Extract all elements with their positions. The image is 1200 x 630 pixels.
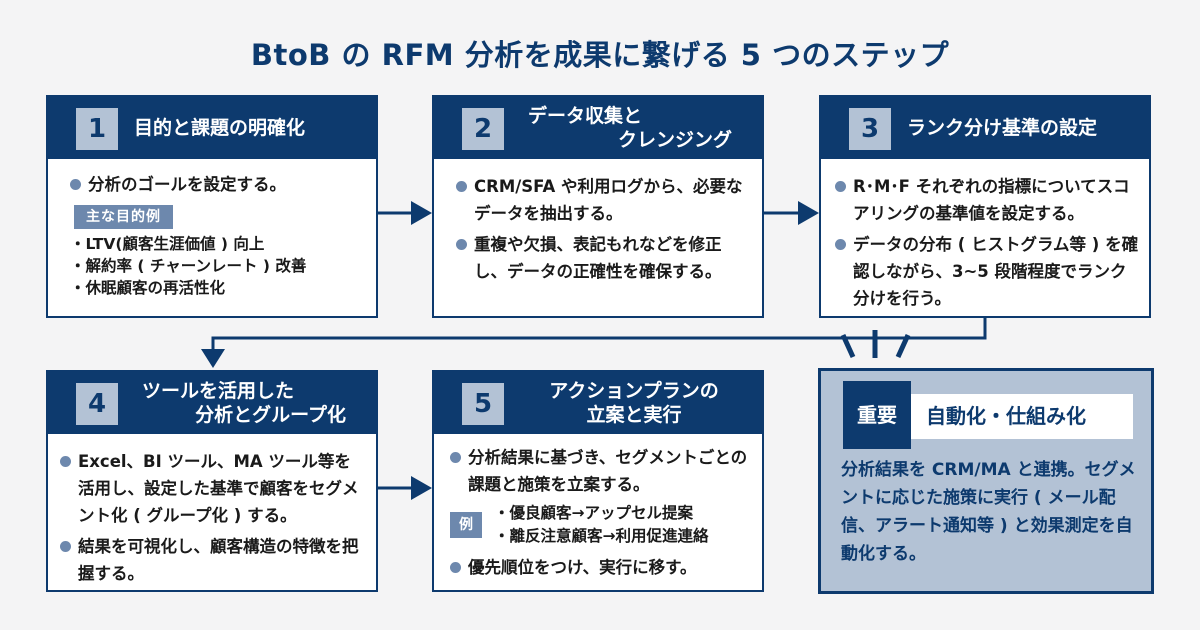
page-title: BtoB の RFM 分析を成果に繋げる 5 つのステップ bbox=[250, 38, 950, 72]
step-title-line: 分析とグループ化 bbox=[195, 404, 346, 426]
bullet-item: R･M･F それぞれの指標についてスコアリングの基準値を設定する。 bbox=[835, 173, 1139, 227]
step-title: アクションプランの 立案と実行 bbox=[520, 372, 748, 434]
step-title: ランク分け基準の設定 bbox=[907, 97, 1135, 159]
list-item: ・解約率 ( チャーンレート ) 改善 bbox=[70, 257, 307, 275]
step-title: 目的と課題の明確化 bbox=[134, 97, 362, 159]
arrow-2-to-3 bbox=[764, 201, 819, 225]
step-2-header: 2 データ収集と クレンジング bbox=[434, 97, 762, 159]
bullet-item: 分析のゴールを設定する。 bbox=[70, 171, 358, 198]
bullet-item: 重複や欠損、表記もれなどを修正し、データの正確性を確保する。 bbox=[456, 231, 744, 285]
bullet-item: Excel、BI ツール、MA ツール等を活用し、設定した基準で顧客をセグメント… bbox=[60, 448, 366, 529]
step-title-line: ランク分け基準の設定 bbox=[907, 117, 1098, 139]
examples-tag: 主な目的例 bbox=[74, 205, 173, 229]
example-tag: 例 bbox=[450, 512, 482, 538]
important-title: 自動化・仕組み化 bbox=[911, 394, 1133, 439]
examples-block: 例 ・優良顧客→アップセル提案 ・離反注意顧客→利用促進連絡 bbox=[450, 502, 754, 548]
step-title: ツールを活用した 分析とグループ化 bbox=[134, 372, 362, 434]
arrow-4-to-5 bbox=[378, 476, 432, 500]
step-title-line: ツールを活用した bbox=[142, 380, 295, 402]
step-3-header: 3 ランク分け基準の設定 bbox=[821, 97, 1149, 159]
step-4-card: 4 ツールを活用した 分析とグループ化 Excel、BI ツール、MA ツール等… bbox=[46, 370, 378, 592]
step-1-header: 1 目的と課題の明確化 bbox=[48, 97, 376, 159]
step-1-card: 1 目的と課題の明確化 分析のゴールを設定する。 主な目的例 ・LTV(顧客生涯… bbox=[46, 95, 378, 318]
arrow-1-to-2 bbox=[378, 201, 432, 225]
step-number: 3 bbox=[849, 108, 891, 150]
step-number: 1 bbox=[76, 108, 118, 150]
step-5-card: 5 アクションプランの 立案と実行 分析結果に基づき、セグメントごとの課題と施策… bbox=[432, 370, 764, 592]
list-item: ・休眠顧客の再活性化 bbox=[70, 279, 226, 297]
step-2-card: 2 データ収集と クレンジング CRM/SFA や利用ログから、必要なデータを抽… bbox=[432, 95, 764, 318]
bullet-item: データの分布 ( ヒストグラム等 ) を確認しながら、3~5 段階程度でランク分… bbox=[835, 231, 1139, 312]
important-text: 分析結果を CRM/MA と連携。セグメントに応じた施策に実行 ( メール配信、… bbox=[841, 460, 1136, 564]
step-title-line: 立案と実行 bbox=[586, 404, 682, 426]
example-item: ・離反注意顧客→利用促進連絡 bbox=[494, 527, 709, 545]
emphasis-lines-icon bbox=[840, 330, 911, 359]
bullet-item: 分析結果に基づき、セグメントごとの課題と施策を立案する。 bbox=[450, 444, 754, 498]
step-title-line: アクションプランの bbox=[549, 380, 719, 402]
arrow-3-to-4 bbox=[201, 318, 987, 368]
step-title-line: クレンジング bbox=[617, 129, 732, 151]
step-title: データ収集と クレンジング bbox=[520, 97, 748, 159]
important-label: 重要 bbox=[843, 381, 911, 449]
step-3-card: 3 ランク分け基準の設定 R･M･F それぞれの指標についてスコアリングの基準値… bbox=[819, 95, 1151, 318]
step-title-line: 目的と課題の明確化 bbox=[134, 117, 306, 139]
bullet-item: 優先順位をつけ、実行に移す。 bbox=[450, 554, 754, 581]
bullet-item: CRM/SFA や利用ログから、必要なデータを抽出する。 bbox=[456, 173, 744, 227]
example-item: ・優良顧客→アップセル提案 bbox=[494, 504, 693, 522]
bullet-item: 結果を可視化し、顧客構造の特徴を把握する。 bbox=[60, 533, 366, 587]
list-item: ・LTV(顧客生涯価値 ) 向上 bbox=[70, 235, 265, 253]
important-card: 重要 自動化・仕組み化 分析結果を CRM/MA と連携。セグメントに応じた施策… bbox=[818, 368, 1154, 594]
step-5-header: 5 アクションプランの 立案と実行 bbox=[434, 372, 762, 434]
step-title-line: データ収集と bbox=[528, 105, 643, 127]
step-4-header: 4 ツールを活用した 分析とグループ化 bbox=[48, 372, 376, 434]
step-number: 5 bbox=[462, 383, 504, 425]
step-number: 4 bbox=[76, 383, 118, 425]
step-number: 2 bbox=[462, 108, 504, 150]
